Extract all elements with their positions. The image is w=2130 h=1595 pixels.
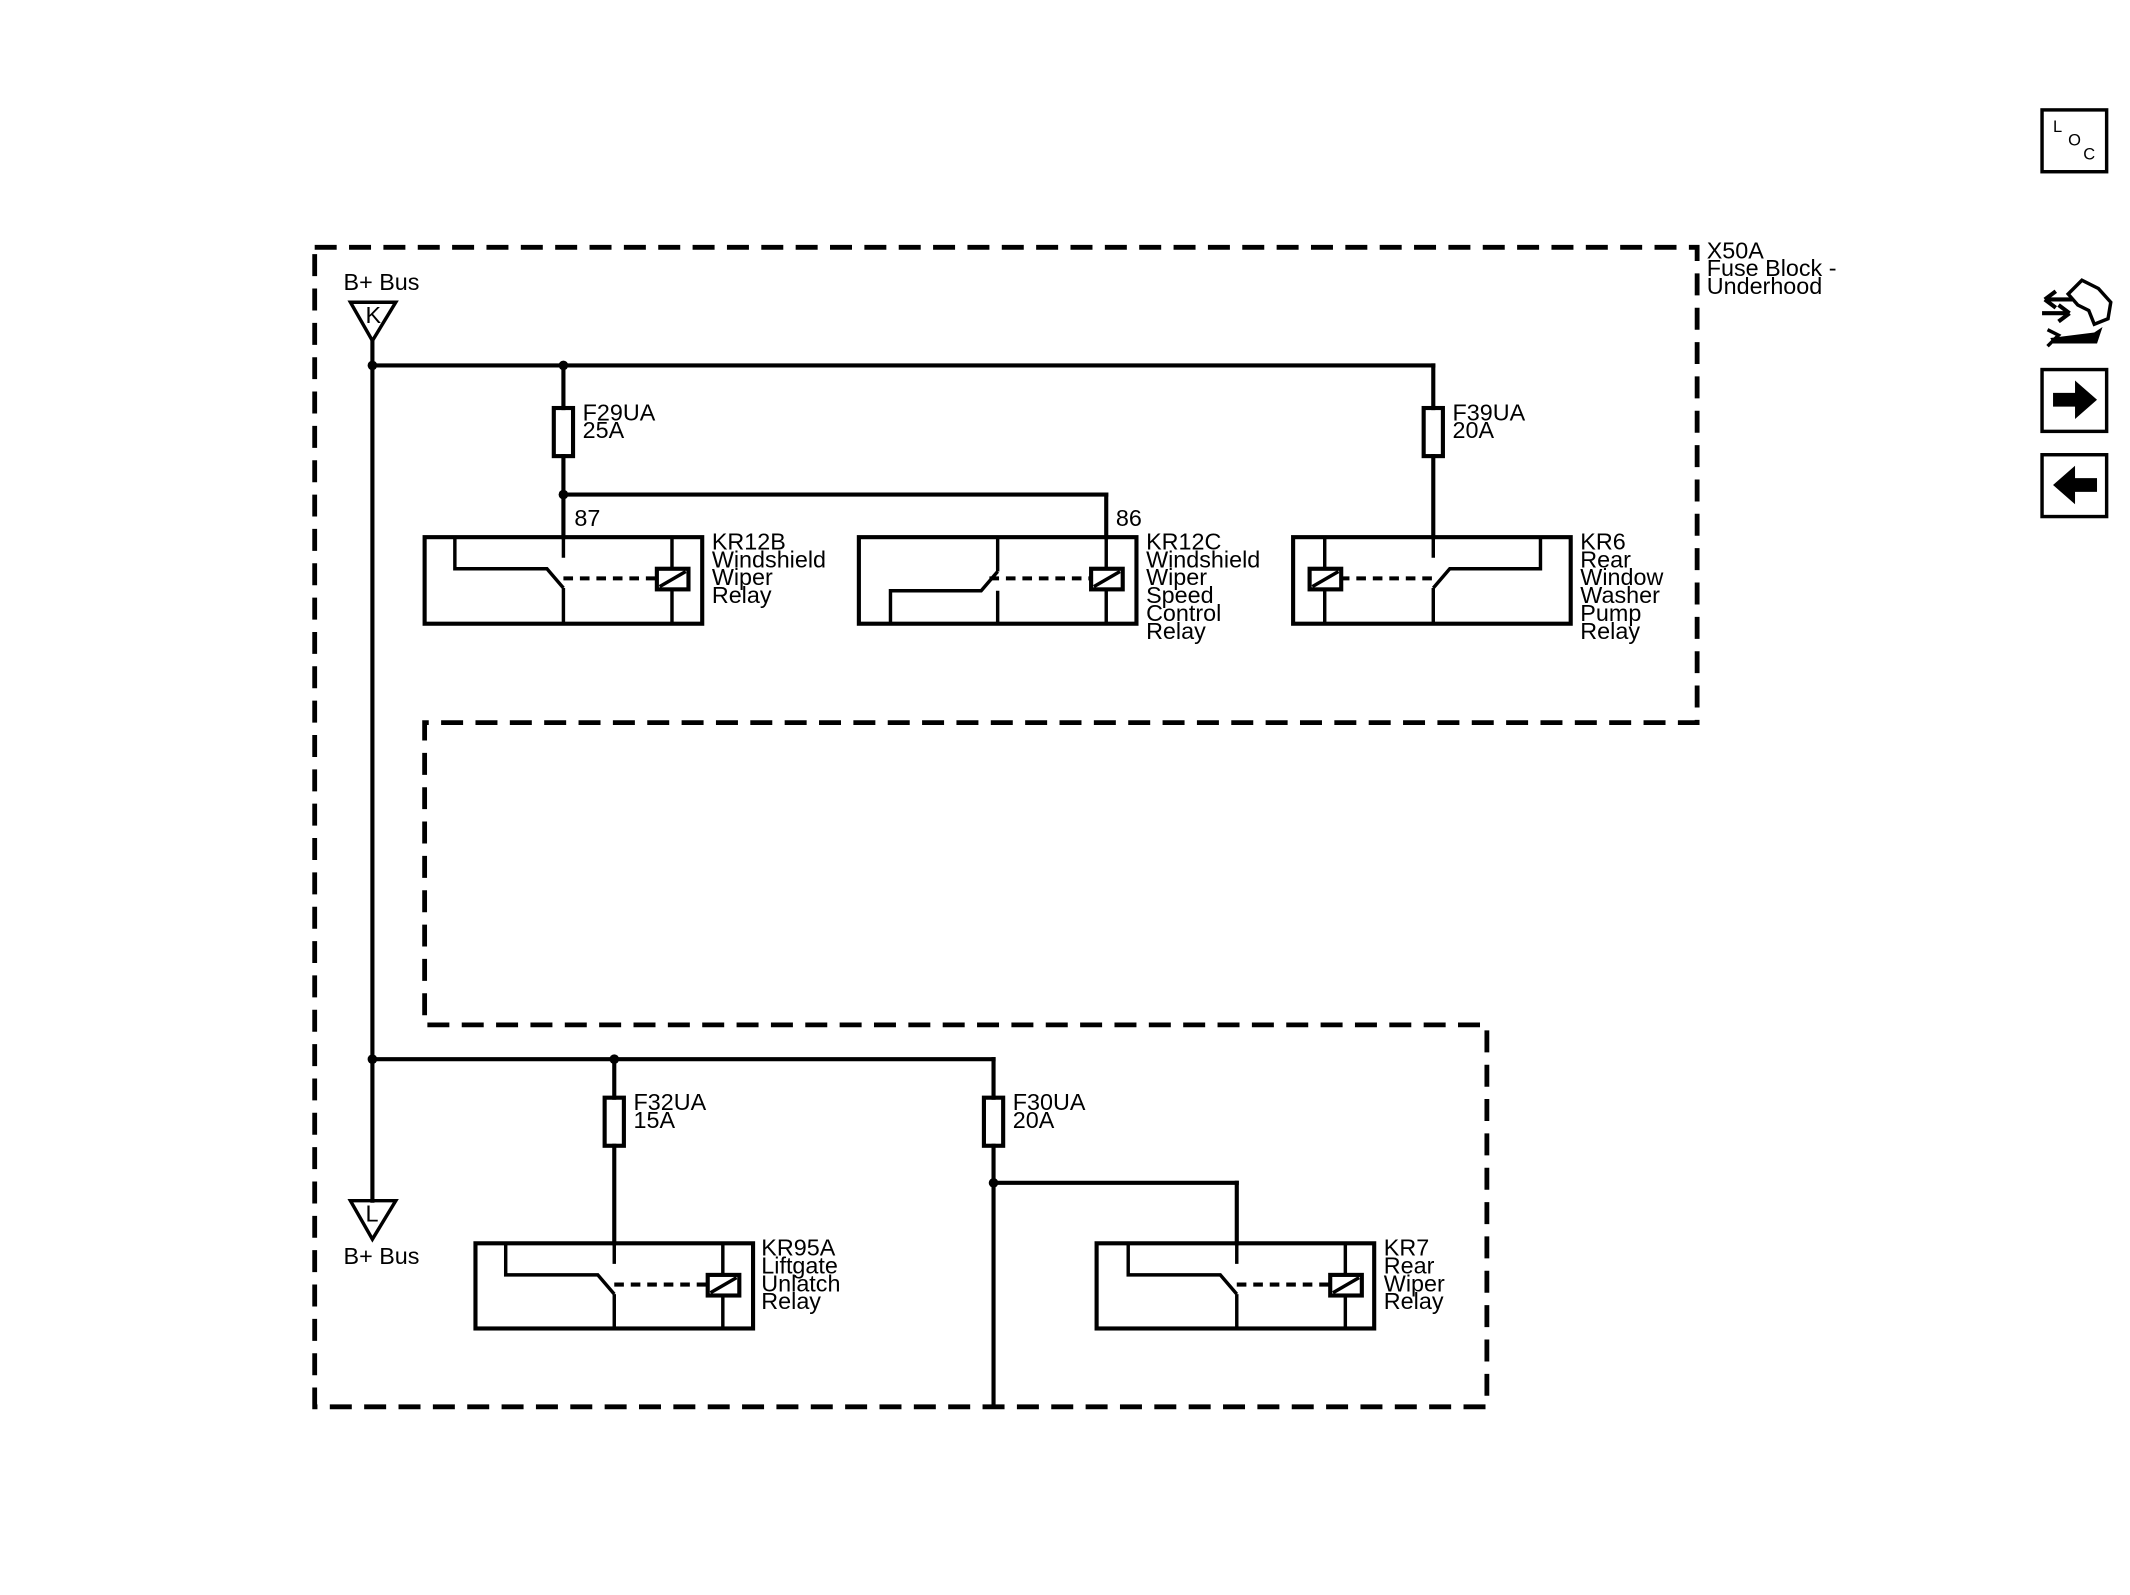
relay-kr6: KR6 Rear Window Washer Pump Relay bbox=[1291, 529, 1664, 644]
next-page-button[interactable] bbox=[2040, 367, 2109, 434]
loc-button[interactable]: L O C bbox=[2040, 108, 2109, 174]
loc-letter: O bbox=[2068, 132, 2081, 150]
bus-l-triangle bbox=[347, 1198, 399, 1243]
bus-k-triangle bbox=[347, 300, 399, 345]
relay-kr6-label-line: Rear bbox=[1580, 546, 1631, 572]
bus-k-letter: K bbox=[366, 302, 382, 328]
fuse-block-label-line: Fuse Block - bbox=[1707, 255, 1837, 281]
relay-kr12b-label-line: Windshield bbox=[712, 546, 826, 572]
fuse-f32ua-rating: 15A bbox=[634, 1107, 676, 1133]
relay-kr95a-label-line: Unlatch bbox=[761, 1270, 840, 1296]
fuse-f32ua-name: F32UA bbox=[634, 1089, 707, 1115]
fuse-f39ua bbox=[1421, 405, 1445, 459]
relay-kr12b-label-line: KR12B bbox=[712, 529, 786, 555]
relay-kr95a-coil-slash bbox=[709, 1276, 738, 1295]
relay-kr12c-label-line: Windshield bbox=[1146, 546, 1260, 572]
fuse-f29ua bbox=[551, 405, 576, 459]
fuse-f29ua-rating: 25A bbox=[583, 417, 625, 443]
fuse-f32ua bbox=[602, 1095, 626, 1148]
loc-letter: L bbox=[2053, 118, 2062, 136]
terminal-87-label: 87 bbox=[574, 505, 600, 531]
relay-kr95a: KR95A Liftgate Unlatch Relay bbox=[473, 1235, 840, 1331]
relay-kr12c: KR12C Windshield Wiper Speed Control Rel… bbox=[856, 529, 1260, 644]
relay-kr12c-label-line: Control bbox=[1146, 600, 1221, 626]
relay-kr12c-label-line: Speed bbox=[1146, 582, 1214, 608]
relay-kr6-label-line: Relay bbox=[1580, 618, 1640, 644]
relay-kr7: KR7 Rear Wiper Relay bbox=[1094, 1235, 1445, 1331]
relay-kr7-label-line: KR7 bbox=[1384, 1235, 1429, 1261]
fuse-f39ua-rating: 20A bbox=[1453, 417, 1495, 443]
fuse-f29ua-name: F29UA bbox=[583, 399, 656, 425]
relay-kr12c-label-line: KR12C bbox=[1146, 529, 1221, 555]
relay-kr12c-contact bbox=[888, 537, 1000, 624]
connector-wrench-button[interactable] bbox=[2042, 278, 2113, 348]
relay-kr95a-label-line: Relay bbox=[761, 1288, 821, 1314]
fuse-block-label: X50A Fuse Block - Underhood bbox=[1707, 237, 1837, 299]
relay-kr7-contact bbox=[1126, 1243, 1239, 1329]
relay-kr12c-label-line: Wiper bbox=[1146, 564, 1207, 590]
junction-dot bbox=[367, 360, 378, 371]
relay-kr95a-contact bbox=[503, 1243, 616, 1329]
relay-kr6-contact bbox=[1431, 537, 1543, 624]
relay-kr12b-contact bbox=[453, 537, 566, 624]
relay-kr12c-label-line: Relay bbox=[1146, 618, 1206, 644]
fuse-f30ua-name: F30UA bbox=[1013, 1089, 1086, 1115]
fuse-f30ua-rating: 20A bbox=[1013, 1107, 1055, 1133]
relay-kr12b-label-line: Relay bbox=[712, 582, 772, 608]
bus-l: L B+ Bus bbox=[344, 1198, 420, 1269]
relay-kr95a-label-line: KR95A bbox=[761, 1235, 835, 1261]
relay-kr95a-label-line: Liftgate bbox=[761, 1253, 838, 1279]
terminal-86-label: 86 bbox=[1116, 505, 1142, 531]
relay-kr12b-label-line: Wiper bbox=[712, 564, 773, 590]
loc-icon[interactable] bbox=[2040, 108, 2109, 174]
relay-kr6-label-line: Washer bbox=[1580, 582, 1660, 608]
relay-kr7-coil-slash bbox=[1332, 1276, 1360, 1295]
relay-kr7-label-line: Rear bbox=[1384, 1253, 1435, 1279]
relay-kr12b: KR12B Windshield Wiper Relay bbox=[422, 529, 826, 626]
fuse-block-label-line: Underhood bbox=[1707, 273, 1823, 299]
fuse-f30ua bbox=[981, 1095, 1006, 1148]
fuse-f39ua-name: F39UA bbox=[1453, 399, 1526, 425]
junction-dot bbox=[367, 1054, 378, 1065]
relay-kr7-label-line: Wiper bbox=[1384, 1270, 1445, 1296]
relay-kr12c-coil-slash bbox=[1092, 570, 1121, 589]
prev-page-button[interactable] bbox=[2040, 453, 2109, 519]
bus-k-label: B+ Bus bbox=[344, 269, 420, 295]
loc-letter: C bbox=[2083, 145, 2095, 163]
relay-kr6-label-line: KR6 bbox=[1580, 529, 1625, 555]
bus-l-label: B+ Bus bbox=[344, 1243, 420, 1269]
bus-k: B+ Bus K bbox=[344, 269, 420, 345]
relay-kr6-label-line: Window bbox=[1580, 564, 1663, 590]
relay-kr7-label-line: Relay bbox=[1384, 1288, 1444, 1314]
fuse-block-label-line: X50A bbox=[1707, 237, 1765, 263]
relay-kr6-label-line: Pump bbox=[1580, 600, 1641, 626]
relay-kr12b-coil-slash bbox=[658, 570, 687, 589]
connector-wrench-icon[interactable] bbox=[2042, 278, 2113, 348]
relay-kr6-coil-slash bbox=[1311, 570, 1340, 589]
bus-l-letter: L bbox=[366, 1200, 379, 1226]
